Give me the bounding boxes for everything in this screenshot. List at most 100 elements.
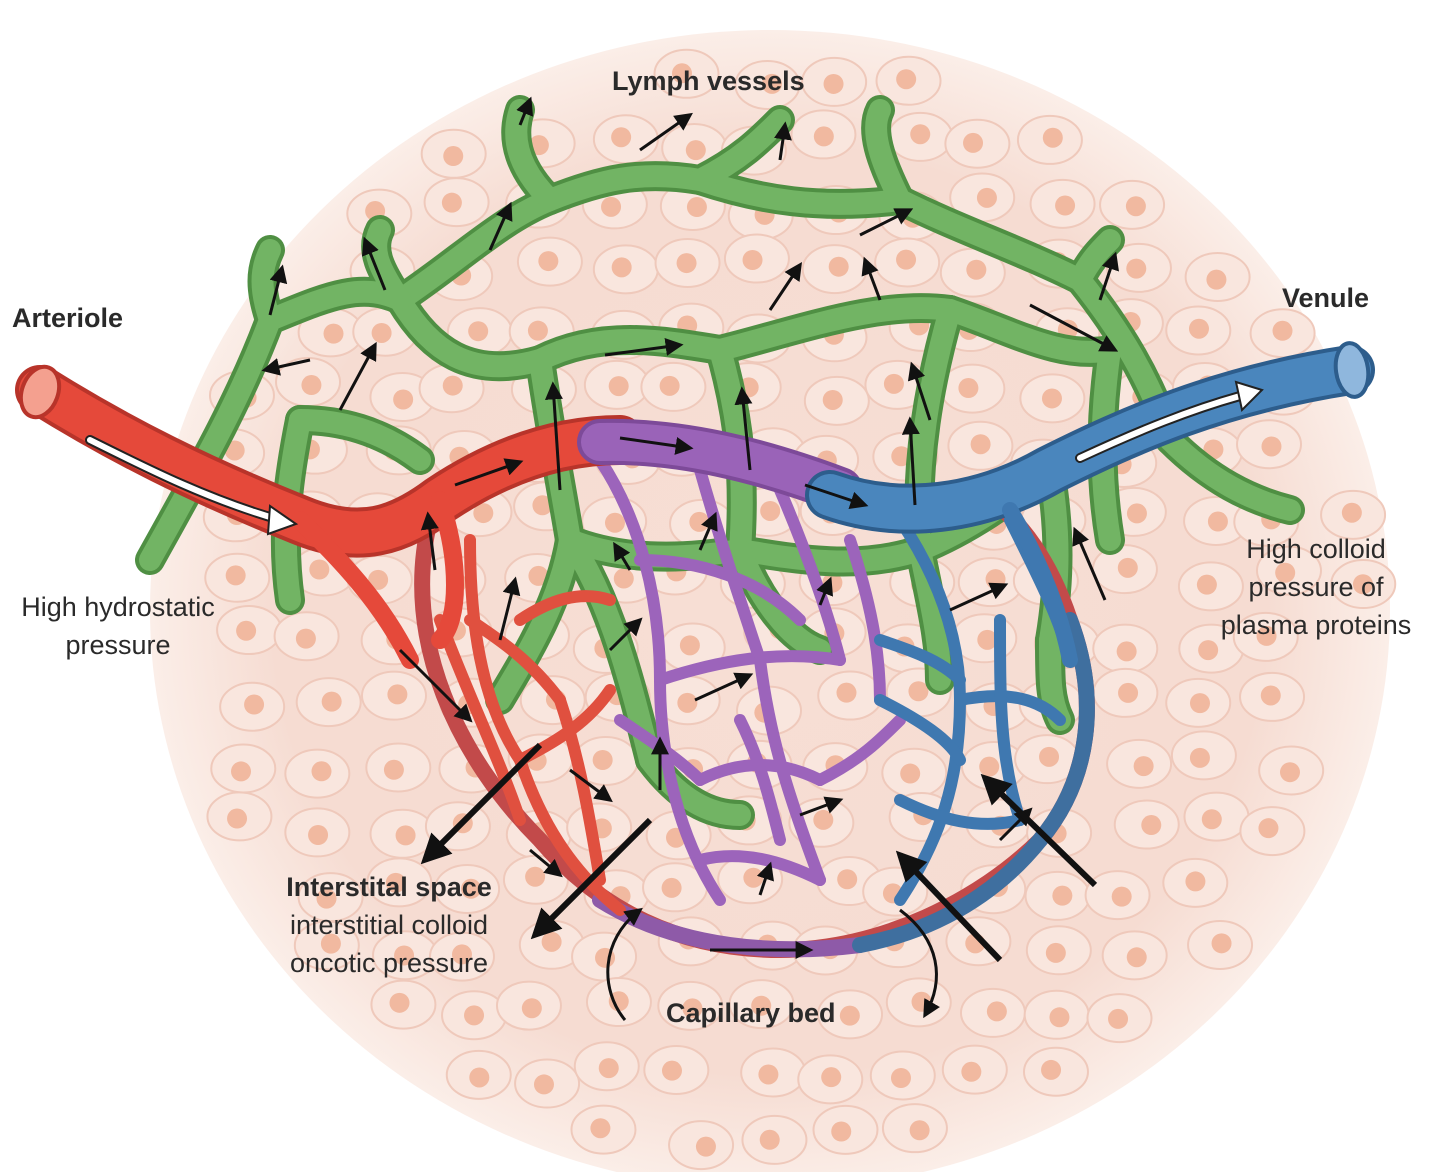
cell-nucleus xyxy=(395,825,416,846)
small-flow-arrows xyxy=(261,96,1119,959)
cell-nucleus xyxy=(442,375,463,396)
cell-nucleus xyxy=(1189,747,1210,768)
cell-nucleus xyxy=(677,692,698,713)
cell-nucleus xyxy=(1279,762,1300,783)
label-arteriole: Arteriole xyxy=(12,303,124,333)
cell-nucleus xyxy=(323,323,344,344)
cell-nucleus xyxy=(533,1074,554,1095)
flow-arrow-venule xyxy=(1075,380,1264,463)
cell-nucleus xyxy=(1189,693,1210,714)
cell-nucleus xyxy=(976,187,997,208)
cell-nucleus xyxy=(1108,1008,1129,1029)
cell-nucleus xyxy=(532,495,553,516)
label-interstitial-space: Interstital space interstitial colloid o… xyxy=(258,868,520,982)
cell-nucleus xyxy=(527,320,548,341)
flow-arrow-arteriole xyxy=(85,435,299,536)
cell-nucleus xyxy=(608,991,629,1012)
cell-nucleus xyxy=(590,1118,611,1139)
cell-nucleus xyxy=(521,998,542,1019)
label-high-colloid-pressure: High colloid pressure of plasma proteins xyxy=(1196,530,1436,644)
cell-nucleus xyxy=(661,1060,682,1081)
cell-nucleus xyxy=(743,867,764,888)
arteriole-lumen xyxy=(18,364,62,420)
cell-nucleus xyxy=(1207,511,1228,532)
cell-nucleus xyxy=(761,73,782,94)
cell-nucleus xyxy=(1261,436,1282,457)
cell-nucleus xyxy=(224,440,245,461)
label-lymph-vessels: Lymph vessels xyxy=(612,66,805,96)
label-venule: Venule xyxy=(1282,283,1370,313)
label-capillary-bed: Capillary bed xyxy=(666,998,836,1028)
cell-nucleus xyxy=(896,249,917,270)
cell-nucleus xyxy=(1042,127,1063,148)
cell-nucleus xyxy=(601,196,622,217)
label-line: oncotic pressure xyxy=(289,948,489,978)
cell-nucleus xyxy=(611,127,632,148)
cell-nucleus xyxy=(1201,809,1222,830)
cell-nucleus xyxy=(909,1120,930,1141)
cell-nucleus xyxy=(671,63,692,84)
cell-nucleus xyxy=(1198,640,1219,661)
cell-nucleus xyxy=(611,257,632,278)
capillary-bed-curved-arrows xyxy=(606,907,940,1021)
cell-nucleus xyxy=(821,1067,842,1088)
cell-nucleus xyxy=(686,197,707,218)
cell-nucleus xyxy=(528,565,549,586)
cell-nucleus xyxy=(320,933,341,954)
mixed-capillary-vessel xyxy=(577,418,863,513)
cell-nucleus xyxy=(682,998,703,1019)
cell-nucleus xyxy=(685,140,706,161)
cell-nucleus xyxy=(1126,258,1147,279)
cell-nucleus xyxy=(1111,886,1132,907)
cell-nucleus xyxy=(1185,871,1206,892)
cell-nucleus xyxy=(389,992,410,1013)
cell-nucleus xyxy=(1341,502,1362,523)
cell-nucleus xyxy=(958,378,979,399)
cell-nucleus xyxy=(613,568,634,589)
cell-nucleus xyxy=(679,635,700,656)
cell-nucleus xyxy=(896,69,917,90)
cell-nucleus xyxy=(311,761,332,782)
cell-nucleus xyxy=(469,1067,490,1088)
cell-nucleus xyxy=(839,1005,860,1026)
cell-nucleus xyxy=(836,682,857,703)
cell-nucleus xyxy=(538,251,559,272)
cell-nucleus xyxy=(828,256,849,277)
label-line: plasma proteins xyxy=(1220,610,1412,640)
label-line: interstitial colloid xyxy=(289,910,489,940)
cell-nucleus xyxy=(986,1001,1007,1022)
cell-nucleus xyxy=(751,995,772,1016)
cell-nucleus xyxy=(295,628,316,649)
cell-nucleus xyxy=(695,1136,716,1157)
cell-nucleus xyxy=(1045,942,1066,963)
cell-nucleus xyxy=(742,249,763,270)
cell-nucleus xyxy=(387,684,408,705)
cell-nucleus xyxy=(301,375,322,396)
cell-nucleus xyxy=(236,620,257,641)
cell-nucleus xyxy=(461,878,482,899)
cell-nucleus xyxy=(1256,625,1277,646)
cell-nucleus xyxy=(961,1061,982,1082)
cell-nucleus xyxy=(443,146,464,167)
cell-nucleus xyxy=(910,124,931,145)
cell-nucleus xyxy=(979,756,1000,777)
label-high-hydrostatic-pressure: High hydrostatic pressure xyxy=(0,588,236,664)
cell-nucleus xyxy=(308,825,329,846)
cell-nucleus xyxy=(1126,503,1147,524)
cell-nucleus xyxy=(1039,746,1060,767)
cell-nucleus xyxy=(1049,1007,1070,1028)
cell-nucleus xyxy=(908,681,929,702)
cell-nucleus xyxy=(1206,269,1227,290)
cell-nucleus xyxy=(676,253,697,274)
cell-nucleus xyxy=(231,761,252,782)
cell-nucleus xyxy=(604,512,625,533)
cell-nucleus xyxy=(1141,815,1162,836)
cell-nucleus xyxy=(441,192,462,213)
cell-nucleus xyxy=(831,1121,852,1142)
cell-nucleus xyxy=(1052,885,1073,906)
cell-nucleus xyxy=(823,73,844,94)
cell-nucleus xyxy=(883,373,904,394)
cell-nucleus xyxy=(1133,756,1154,777)
cell-nucleus xyxy=(1258,818,1279,839)
cell-nucleus xyxy=(451,944,472,965)
